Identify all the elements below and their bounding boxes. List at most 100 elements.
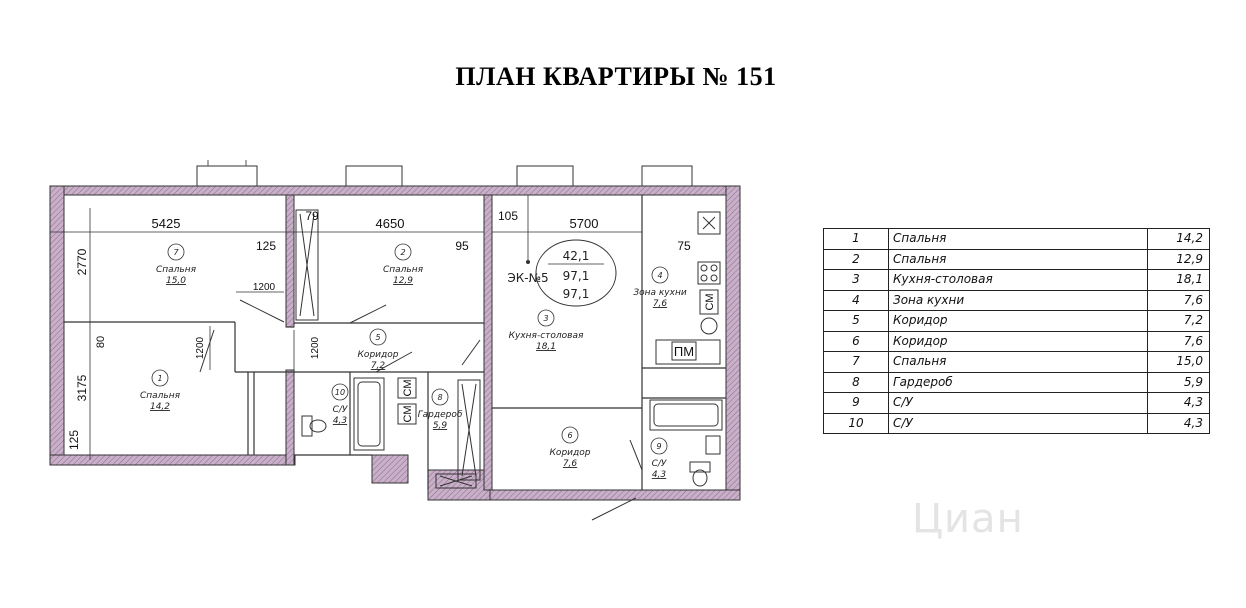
table-cell-area: 12,9 <box>1147 248 1210 270</box>
room-number: 1 <box>157 374 162 383</box>
room-area: 5,9 <box>433 421 448 431</box>
room-number-circle <box>331 383 349 401</box>
room-number-circle <box>561 426 579 444</box>
room-name: Спальня <box>156 265 197 275</box>
room-area: 18,1 <box>536 342 556 352</box>
table-cell-num: 5 <box>823 310 889 332</box>
washer-label-2: СМ <box>402 406 414 423</box>
room-number-circle <box>394 243 412 261</box>
table-cell-name: Коридор <box>888 330 1148 352</box>
room-name: Гардероб <box>418 410 463 420</box>
room-area: 7,6 <box>563 459 578 469</box>
dim-125: 125 <box>256 239 276 253</box>
room-number-circle <box>151 369 169 387</box>
table-cell-name: Спальня <box>888 248 1148 270</box>
room-number: 5 <box>375 333 380 342</box>
room-area: 12,9 <box>393 276 413 286</box>
table-cell-num: 9 <box>823 392 889 414</box>
room-name: Спальня <box>383 265 424 275</box>
table-cell-area: 15,0 <box>1147 351 1210 373</box>
apartment-area-living: 42,1 <box>563 249 590 263</box>
table-cell-name: Коридор <box>888 310 1148 332</box>
table-cell-area: 7,6 <box>1147 289 1210 311</box>
toilets <box>301 415 721 487</box>
window-bays <box>196 160 693 187</box>
table-cell-name: Спальня <box>888 228 1148 250</box>
room-number-circle <box>369 328 387 346</box>
table-cell-name: Кухня-столовая <box>888 269 1148 291</box>
room-marker: 10С/У4,3 <box>331 383 349 426</box>
watermark: Циан <box>912 496 1024 542</box>
table-cell-name: С/У <box>888 412 1148 434</box>
room-markers: 7Спальня15,02Спальня12,93Кухня-столовая1… <box>140 243 687 480</box>
dim-1200-a: 1200 <box>253 282 276 293</box>
room-number: 7 <box>173 248 179 257</box>
table-cell-num: 7 <box>823 351 889 373</box>
room-name: Кухня-столовая <box>509 331 584 341</box>
page-title: ПЛАН КВАРТИРЫ № 151 <box>455 62 777 91</box>
dim-80: 80 <box>95 336 107 348</box>
doors <box>199 299 643 521</box>
table-cell-area: 7,6 <box>1147 330 1210 352</box>
bathtubs <box>353 377 723 451</box>
exterior-walls <box>49 185 741 501</box>
apartment-labels: ЭК-№5 42,1 97,1 97,1 <box>507 249 589 301</box>
table-cell-num: 6 <box>823 330 889 352</box>
room-number: 2 <box>400 248 405 257</box>
table-cell-num: 4 <box>823 289 889 311</box>
table-cell-num: 2 <box>823 248 889 270</box>
appliance-labels: ПМ СМ СМ СМ <box>402 294 716 423</box>
table-cell-area: 5,9 <box>1147 371 1210 393</box>
table-cell-num: 3 <box>823 269 889 291</box>
table-cell-num: 10 <box>823 412 889 434</box>
room-number: 9 <box>656 442 661 451</box>
dim-5425: 5425 <box>152 216 181 231</box>
room-name: Коридор <box>358 350 399 360</box>
room-number-circle <box>650 437 668 455</box>
room-area: 7,2 <box>371 361 386 371</box>
table-cell-area: 7,2 <box>1147 310 1210 332</box>
washing-machines <box>397 377 417 425</box>
table-cell-area: 14,2 <box>1147 228 1210 250</box>
table-cell-name: Спальня <box>888 351 1148 373</box>
washer-label-1: СМ <box>402 380 414 397</box>
room-number-circle <box>431 388 449 406</box>
area-ellipse <box>535 239 617 307</box>
room-number-circle <box>167 243 185 261</box>
dim-105: 105 <box>498 209 518 223</box>
apartment-code: ЭК-№5 <box>507 271 548 285</box>
room-area: 4,3 <box>652 470 667 480</box>
room-number: 10 <box>335 388 345 397</box>
dim-5700: 5700 <box>570 216 599 231</box>
dim-1200-b: 1200 <box>195 336 206 359</box>
room-marker: 9С/У4,3 <box>650 437 668 480</box>
room-area: 4,3 <box>333 416 348 426</box>
table-cell-area: 4,3 <box>1147 412 1210 434</box>
dim-1200-c: 1200 <box>310 336 321 359</box>
room-number: 8 <box>437 393 442 402</box>
dim-79: 79 <box>305 209 319 223</box>
apartment-area-total: 97,1 <box>563 269 590 283</box>
room-number-circle <box>537 309 555 327</box>
level-mark <box>526 260 530 264</box>
dim-2770: 2770 <box>75 248 89 275</box>
dishwasher-label: ПМ <box>674 344 694 359</box>
dimension-lines <box>50 195 642 460</box>
room-name: С/У <box>652 459 667 469</box>
room-area: 15,0 <box>166 276 186 286</box>
room-name: Коридор <box>550 448 591 458</box>
dim-3175: 3175 <box>75 374 89 401</box>
